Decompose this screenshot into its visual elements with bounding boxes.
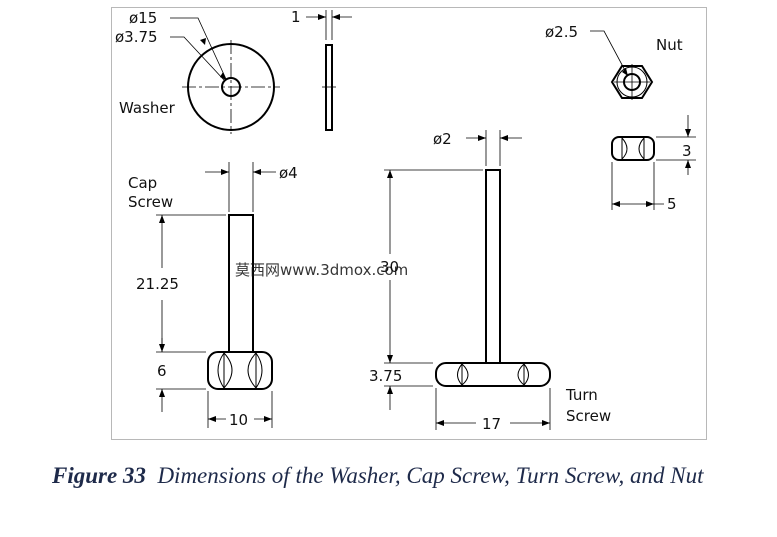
washer-outer-diameter: ø15 [129,9,157,27]
cap-screw-head-height: 6 [157,362,167,380]
nut-side-view [611,115,696,210]
cap-screw-shank-diameter: ø4 [279,164,298,182]
washer-thickness: 1 [291,8,301,26]
cap-screw-shank-length: 21.25 [136,275,179,293]
cap-screw-label-line2: Screw [128,193,173,211]
nut-label: Nut [656,36,683,54]
turn-screw-label-line1: Turn [565,386,598,404]
turn-screw-view [384,130,551,430]
washer-label: Washer [119,99,176,117]
nut-hole-diameter: ø2.5 [545,23,578,41]
drawing-frame [111,7,707,440]
turn-screw-head-height: 3.75 [369,367,402,385]
figure-caption-text: Dimensions of the Washer, Cap Screw, Tur… [157,463,704,488]
washer-inner-diameter: ø3.75 [115,28,158,46]
nut-top-view [590,30,654,100]
washer-side-view [306,10,352,131]
turn-screw-head-width: 17 [482,415,501,433]
washer-front-view [170,17,280,134]
cap-screw-label-line1: Cap [128,174,157,192]
figure-number: Figure 33 [52,463,146,488]
turn-screw-label-line2: Screw [566,407,611,425]
cap-screw-view [156,162,276,428]
nut-height: 3 [682,142,692,160]
nut-width: 5 [667,195,677,213]
turn-screw-shank-diameter: ø2 [433,130,452,148]
watermark: 莫西网www.3dmox.com [235,261,408,279]
turn-screw-shank-length: 30 [380,258,399,276]
cap-screw-head-width: 10 [229,411,248,429]
figure-caption: Figure 33 Dimensions of the Washer, Cap … [52,460,772,492]
